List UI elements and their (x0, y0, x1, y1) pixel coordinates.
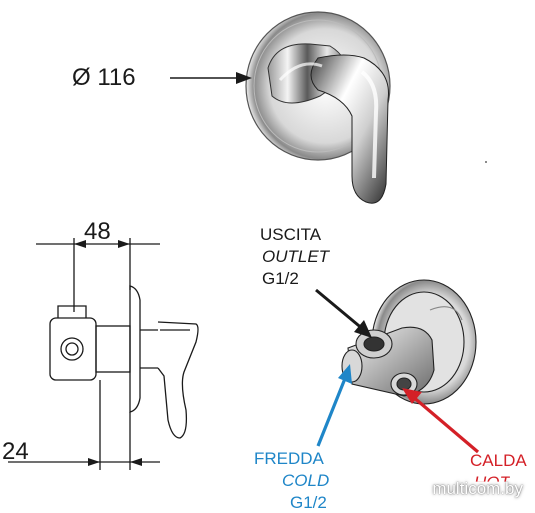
diameter-label: Ø 116 (72, 64, 136, 91)
hot-label-it: CALDA (470, 451, 527, 470)
cold-label-en: COLD (282, 471, 330, 490)
product-photo (245, 11, 487, 204)
width-dimension: 48 (84, 218, 111, 245)
side-view-drawing (8, 238, 199, 470)
outlet-arrow (315, 288, 372, 338)
valve-body-illustration (341, 279, 477, 405)
outlet-label-it: USCITA (260, 225, 322, 244)
cold-size: G1/2 (290, 493, 327, 512)
hot-label-en: HOT (474, 473, 510, 492)
outlet-size: G1/2 (262, 269, 299, 288)
depth-dimension: 24 (2, 438, 29, 465)
diameter-arrow (170, 72, 252, 84)
cold-label-it: FREDDA (254, 449, 324, 468)
outlet-label-en: OUTLET (262, 247, 330, 266)
mixer-lever (310, 54, 389, 204)
cold-arrow (316, 364, 352, 447)
hot-arrow (402, 388, 480, 454)
watermark: multicom.by (432, 479, 523, 498)
